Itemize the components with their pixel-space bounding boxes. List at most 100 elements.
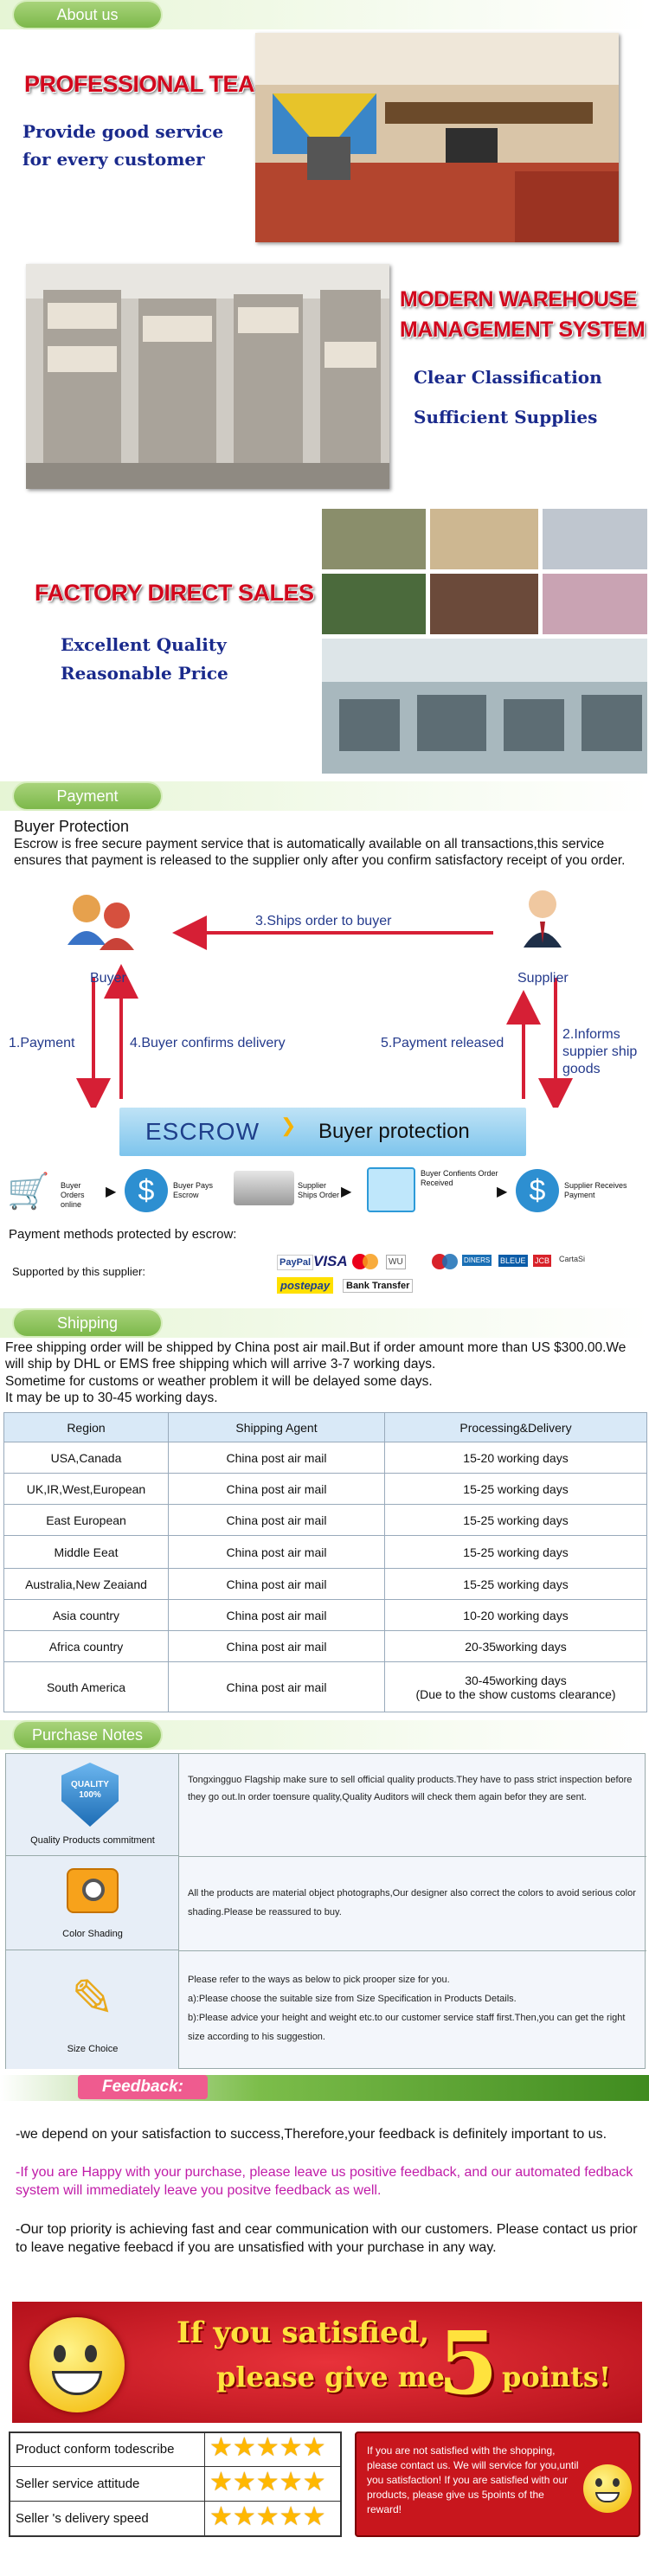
rating-row: Seller 's delivery speed ★★★★★: [10, 2502, 340, 2536]
team-line2: for every customer: [22, 149, 205, 170]
mastercard-logo: [350, 1253, 381, 1270]
cartasi-logo: CartaSi: [559, 1255, 586, 1263]
ratings-table: Product conform todescribe ★★★★★ Seller …: [9, 2431, 342, 2537]
cell-time: 15-20 working days: [384, 1442, 647, 1474]
ships-order-label: 3.Ships order to buyer: [255, 914, 392, 928]
purchase-header: Purchase Notes: [0, 1720, 649, 1750]
cell-region: Africa country: [3, 1630, 169, 1662]
cell-region: East European: [3, 1504, 169, 1536]
buyer-protection-title: Buyer Protection: [14, 818, 130, 835]
feedback-p3: -Our top priority is achieving fast and …: [16, 2222, 638, 2255]
table-row: Africa country China post air mail 20-35…: [3, 1630, 647, 1662]
escrow-diagram: [67, 890, 573, 1108]
feedback-tab: Feedback:: [78, 2075, 208, 2099]
table-row: Australia,New Zeaiand China post air mai…: [3, 1568, 647, 1600]
rating-row: Product conform todescribe ★★★★★: [10, 2433, 340, 2467]
cell-time: 10-20 working days: [384, 1599, 647, 1631]
jcb-logo: JCB: [533, 1255, 552, 1267]
warehouse-title-1: MODERN WAREHOUSE: [400, 287, 637, 312]
cell-time: 30-45working days(Due to the show custom…: [384, 1661, 647, 1712]
cell-agent: China post air mail: [168, 1661, 385, 1712]
escrow-label: ESCROW: [145, 1118, 260, 1145]
dollar-icon: $: [516, 1169, 559, 1212]
about-tab: About us: [14, 2, 161, 28]
feedback-p2: -If you are Happy with your purchase, pl…: [16, 2165, 633, 2198]
color-text: All the products are material object pho…: [188, 1888, 636, 1918]
cell-region: Asia country: [3, 1599, 169, 1631]
gift-box-icon: [367, 1167, 415, 1212]
feedback-p1: -we depend on your satisfaction to succe…: [16, 2127, 607, 2142]
cell-agent: China post air mail: [168, 1535, 385, 1569]
shipping-text-1: Free shipping order will be shipped by C…: [5, 1340, 627, 1372]
factory-line1: Excellent Quality: [61, 634, 227, 655]
shipping-table-header: Region Shipping Agent Processing&Deliver…: [3, 1412, 647, 1442]
size-label: Size Choice: [67, 2044, 119, 2054]
cell-time: 20-35working days: [384, 1630, 647, 1662]
table-row: UK,IR,West,European China post air mail …: [3, 1473, 647, 1505]
about-header: About us: [0, 0, 649, 29]
step-arrow-icon: ▶: [106, 1185, 117, 1199]
dollar-icon: $: [125, 1169, 168, 1212]
header-region: Region: [3, 1412, 169, 1442]
cell-time: 15-25 working days: [384, 1535, 647, 1569]
cell-agent: China post air mail: [168, 1504, 385, 1536]
table-row: Middle Eeat China post air mail 15-25 wo…: [3, 1535, 647, 1569]
buyer-protection-text: Escrow is free secure payment service th…: [14, 837, 626, 868]
cell-agent: China post air mail: [168, 1568, 385, 1600]
buyer-protection-bar-label: Buyer protection: [318, 1120, 470, 1143]
shipping-header: Shipping: [0, 1308, 649, 1338]
stars-icon: ★★★★★: [209, 2468, 326, 2496]
banner-line-1: If you satisfied,: [177, 2316, 430, 2350]
rating-row: Seller service attitude ★★★★★: [10, 2468, 340, 2502]
shipping-text-2: Sometime for customs or weather problem …: [5, 1374, 433, 1389]
step-arrow-icon: ▶: [497, 1185, 508, 1199]
smiley-icon: [583, 2464, 632, 2513]
paypal-logo: PayPal: [277, 1255, 314, 1270]
step-3: Supplier Ships Order: [298, 1181, 340, 1199]
banner-line-3: points!: [502, 2361, 611, 2393]
team-title: PROFESSIONAL TEAM: [24, 71, 274, 97]
cart-icon: 🛒: [7, 1172, 50, 1211]
table-row: South America China post air mail 30-45w…: [3, 1661, 647, 1712]
confirm-delivery-label: 4.Buyer confirms delivery: [130, 1036, 286, 1050]
western-union-logo: WU: [386, 1255, 406, 1269]
step-5: Supplier Receives Payment: [564, 1181, 627, 1199]
cell-region: UK,IR,West,European: [3, 1473, 169, 1505]
cell-time: 15-25 working days: [384, 1504, 647, 1536]
factory-line2: Reasonable Price: [61, 663, 228, 684]
banner-number: 5: [438, 2312, 498, 2414]
header-agent: Shipping Agent: [168, 1412, 385, 1442]
cell-region: USA,Canada: [3, 1442, 169, 1474]
ruler-pencil-icon: ✎: [70, 1969, 115, 2027]
cell-region: South America: [3, 1661, 169, 1712]
payment-logos: PayPal VISA WU DINERS BLEUE JCB CartaSi …: [277, 1251, 623, 1300]
payment-step-label: 1.Payment: [9, 1036, 75, 1050]
supplier-icon: [524, 890, 562, 948]
buyer-icon: [67, 895, 134, 950]
table-row: East European China post air mail 15-25 …: [3, 1504, 647, 1536]
quality-label: Quality Products commitment: [30, 1835, 155, 1846]
cell-time-value: 30-45working days: [465, 1673, 567, 1687]
size-cell: ✎ Size Choice: [6, 1950, 179, 2069]
escrow-swoosh-icon: ❯: [280, 1115, 297, 1136]
factory-photo-collage: [322, 509, 647, 774]
visa-logo: VISA: [313, 1253, 348, 1269]
rating-label: Seller 's delivery speed: [16, 2511, 149, 2526]
banner-line-2: please give me: [216, 2361, 445, 2393]
camera-icon: [67, 1868, 119, 1913]
stars-icon: ★★★★★: [209, 2502, 326, 2531]
cell-time: 15-25 working days: [384, 1473, 647, 1505]
size-text: Please refer to the ways as below to pic…: [188, 1975, 626, 2042]
office-photo: [255, 33, 619, 242]
payment-released-label: 5.Payment released: [381, 1036, 504, 1050]
header-processing: Processing&Delivery: [384, 1412, 647, 1442]
buyer-label: Buyer: [90, 971, 126, 986]
payment-header: Payment: [0, 781, 649, 811]
process-steps: 🛒 Buyer Orders online ▶ $ Buyer Pays Esc…: [7, 1164, 647, 1216]
quality-cell: QUALITY 100% Quality Products commitment: [6, 1754, 179, 1856]
warehouse-line1: Clear Classification: [414, 367, 602, 388]
diners-logo: DINERS: [462, 1255, 492, 1266]
cell-region: Australia,New Zeaiand: [3, 1568, 169, 1600]
smiley-icon: [29, 2317, 125, 2412]
step-2: Buyer Pays Escrow: [173, 1181, 214, 1199]
